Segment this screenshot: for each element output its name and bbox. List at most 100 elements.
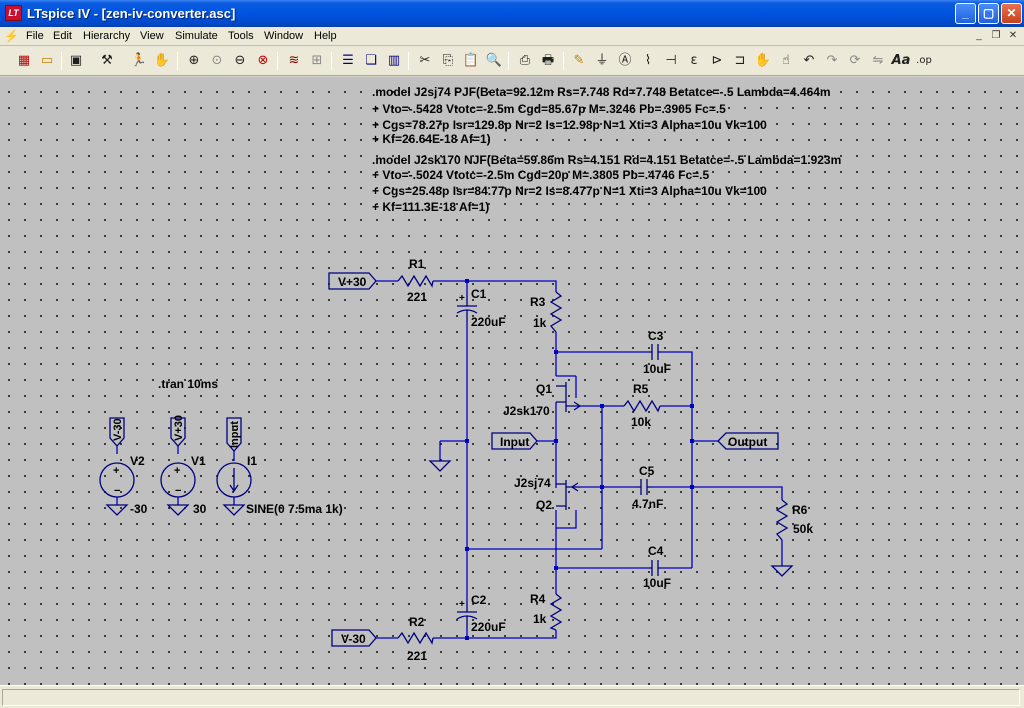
schematic-drawing[interactable]: .model J2sj74 PJF(Beta=92.12m Rs=7.748 R… <box>0 77 1024 685</box>
junction-dots <box>465 279 694 640</box>
run-icon[interactable]: 🏃 <box>130 53 148 68</box>
resistor-r4[interactable]: R4 1k <box>530 592 563 631</box>
close-button[interactable]: ✕ <box>1001 3 1022 24</box>
spice-directive-icon[interactable]: .op <box>916 55 932 66</box>
tile-vertical-icon[interactable]: ▥ <box>387 53 401 68</box>
ground-symbol[interactable] <box>222 504 246 516</box>
capacitor-c4[interactable]: C4 10uF <box>643 544 671 590</box>
component-value: 30 <box>193 502 207 516</box>
model-directive-line[interactable]: + Cgs=78.27p Isr=129.8p Nr=2 Is=12.98p N… <box>372 118 767 132</box>
model-directive-line[interactable]: + Kf=26.64E-18 Af=1) <box>372 132 491 146</box>
diode-icon[interactable]: ⊳ <box>711 53 723 68</box>
capacitor-c2[interactable]: + C2 220uF <box>456 593 506 634</box>
tile-horizontal-icon[interactable]: ☰ <box>342 53 354 68</box>
find-icon[interactable]: 🔍 <box>485 53 503 68</box>
cascade-icon[interactable]: ❏ <box>365 53 377 68</box>
wires[interactable] <box>116 280 783 639</box>
paste-icon[interactable]: 📋 <box>462 53 480 68</box>
copy-icon[interactable]: ⎘ <box>442 53 454 68</box>
tran-directive[interactable]: .tran 10ms <box>158 377 218 391</box>
component-ref: C3 <box>648 329 664 343</box>
mdi-close-button[interactable]: ✕ <box>1008 30 1018 41</box>
rotate-icon[interactable]: ⟳ <box>849 53 861 68</box>
text-icon[interactable]: Aa <box>891 53 911 68</box>
redo-icon[interactable]: ↷ <box>826 53 838 68</box>
resistor-r3[interactable]: R3 1k <box>530 291 563 333</box>
menu-file[interactable]: File <box>26 30 44 42</box>
document-menu-icon[interactable]: ⚡ <box>4 29 19 43</box>
net-label-input[interactable]: Input <box>491 432 538 450</box>
net-label-vplus30[interactable]: V+30 <box>328 272 377 290</box>
zoom-in-icon[interactable]: ⊕ <box>188 53 200 68</box>
component-value: 221 <box>407 649 427 663</box>
maximize-button[interactable]: ▢ <box>978 3 999 24</box>
cut-icon[interactable]: ✂ <box>419 53 431 68</box>
undo-icon[interactable]: ↶ <box>803 53 815 68</box>
move-icon[interactable]: ✋ <box>754 53 772 68</box>
print-setup-icon[interactable]: ⎙ <box>519 53 531 68</box>
resistor-r5[interactable]: R5 10k <box>623 382 661 429</box>
inductor-icon[interactable]: ε <box>690 53 698 68</box>
menu-tools[interactable]: Tools <box>228 30 254 42</box>
zoom-out-icon[interactable]: ⊖ <box>234 53 246 68</box>
model-directive-line[interactable]: .model J2sk170 NJF(Beta=59.86m Rs=4.151 … <box>372 153 841 167</box>
schematic-canvas[interactable]: .model J2sj74 PJF(Beta=92.12m Rs=7.748 R… <box>0 77 1024 685</box>
halt-icon[interactable]: ✋ <box>153 53 171 68</box>
save-icon[interactable]: ▣ <box>69 53 83 68</box>
menu-edit[interactable]: Edit <box>53 30 72 42</box>
current-source-i1[interactable]: Input I1 SINE(0 7.5ma 1k) <box>216 417 343 516</box>
resistor-r2[interactable]: R2 221 <box>397 615 434 663</box>
toolbar-separator <box>331 52 332 70</box>
control-panel-icon[interactable]: ⚒ <box>101 53 113 68</box>
capacitor-c1[interactable]: + C1 220uF <box>456 287 506 329</box>
resistor-icon[interactable]: ⌇ <box>644 53 652 68</box>
resistor-r1[interactable]: R1 221 <box>397 257 434 304</box>
zoom-full-icon[interactable]: ⊙ <box>211 53 223 68</box>
net-label-vminus30[interactable]: V-30 <box>331 629 377 647</box>
menu-hierarchy[interactable]: Hierarchy <box>83 30 131 42</box>
mirror-icon[interactable]: ⇋ <box>872 53 884 68</box>
menu-help[interactable]: Help <box>314 30 337 42</box>
ground-symbol[interactable] <box>166 504 190 516</box>
mdi-minimize-button[interactable]: _ <box>976 30 982 41</box>
ground-symbol[interactable] <box>770 565 794 577</box>
resistor-r6[interactable]: R6 50k <box>775 499 813 541</box>
model-directive-line[interactable]: + Vto=-.5428 Vtotc=-2.5m Cgd=85.67p M=.3… <box>372 102 726 116</box>
capacitor-icon[interactable]: ⊣ <box>665 53 677 68</box>
ltspice-app-icon[interactable]: LT <box>5 5 22 21</box>
jfet-q2[interactable]: J2sj74 Q2 <box>514 476 580 512</box>
menu-bar: ⚡ File Edit Hierarchy View Simulate Tool… <box>0 27 1024 46</box>
label-net-icon[interactable]: Ⓐ <box>618 53 632 68</box>
ground-symbol[interactable] <box>428 460 452 472</box>
new-schematic-icon[interactable]: ▦ <box>17 53 31 68</box>
ground-symbol[interactable] <box>105 504 129 516</box>
jfet-q1[interactable]: Q1 J2sk170 <box>503 382 582 418</box>
menu-simulate[interactable]: Simulate <box>175 30 218 42</box>
net-label-text: Input <box>500 435 529 449</box>
capacitor-c5[interactable]: C5 4.7nF <box>632 464 663 511</box>
component-value: 220uF <box>471 315 506 329</box>
waveform-icon[interactable]: ≋ <box>288 53 300 68</box>
zoom-cancel-icon[interactable]: ⊗ <box>257 53 269 68</box>
menu-window[interactable]: Window <box>264 30 304 42</box>
voltage-source-v2[interactable]: V-30 + − V2 -30 <box>99 417 148 516</box>
open-icon[interactable]: ▭ <box>40 53 54 68</box>
net-label-output[interactable]: Output <box>717 432 779 450</box>
autorange-icon[interactable]: ⊞ <box>311 53 323 68</box>
model-directive-line[interactable]: + Cgs=25.48p Isr=84.77p Nr=2 Is=8.477p N… <box>372 184 767 198</box>
mdi-restore-button[interactable]: ❐ <box>991 30 1001 41</box>
capacitor-c3[interactable]: C3 10uF <box>643 329 671 376</box>
print-icon[interactable]: 🖶 <box>541 53 555 68</box>
voltage-source-v1[interactable]: V+30 + − V1 30 <box>160 415 207 516</box>
drag-icon[interactable]: ☝ <box>782 53 790 68</box>
minimize-button[interactable]: _ <box>955 3 976 24</box>
pencil-wire-icon[interactable]: ✎ <box>573 53 585 68</box>
ground-icon[interactable]: ⏚ <box>595 53 609 68</box>
title-bar[interactable]: LT LTspice IV - [zen-iv-converter.asc] _… <box>0 0 1024 27</box>
component-ref: V2 <box>130 454 145 468</box>
model-directive-line[interactable]: + Kf=111.3E-18 Af=1) <box>372 200 489 214</box>
model-directive-line[interactable]: + Vto=-.5024 Vtotc=-2.5m Cgd=20p M=.3805… <box>372 168 709 182</box>
component-icon[interactable]: ⊐ <box>734 53 746 68</box>
menu-view[interactable]: View <box>140 30 164 42</box>
model-directive-line[interactable]: .model J2sj74 PJF(Beta=92.12m Rs=7.748 R… <box>372 85 831 99</box>
